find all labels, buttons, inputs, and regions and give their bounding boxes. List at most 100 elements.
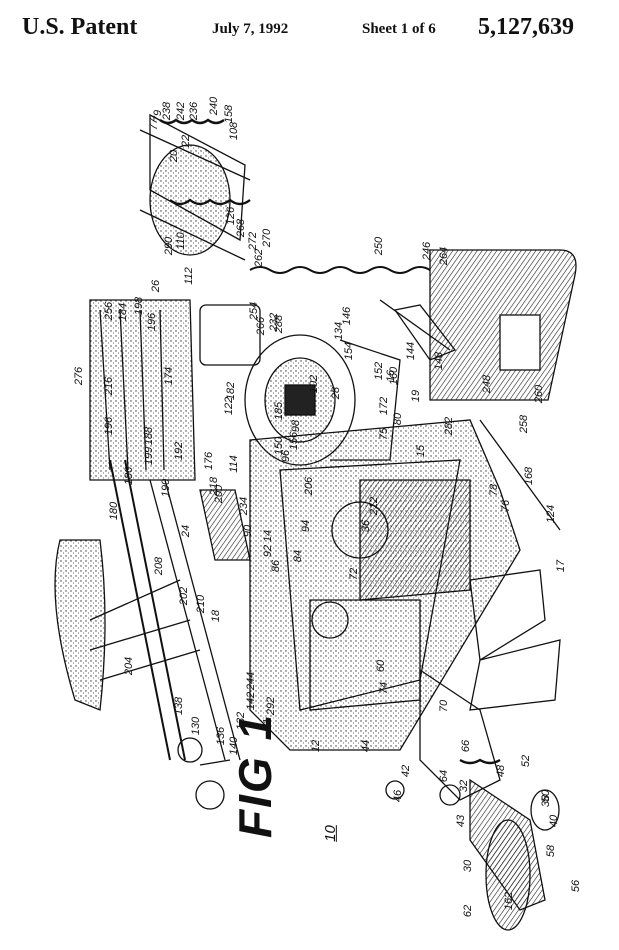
reference-numeral: 290 [163,236,176,256]
reference-numeral: 216 [103,376,116,396]
top-spring-assembly [139,113,251,261]
reference-numeral: 90 [242,524,255,538]
reference-numeral: 142 [245,691,258,711]
reference-numeral: 196 [146,312,159,332]
reference-numeral: 268 [235,218,248,238]
reference-numeral: 132 [235,711,248,731]
reference-numeral: 152 [373,361,386,381]
reference-numeral: 76 [500,499,513,513]
reference-numeral: 198 [133,296,146,316]
reference-numeral: 56 [570,879,583,893]
reference-numeral: 42 [400,764,413,778]
reference-numeral: 58 [545,844,558,858]
reference-numeral: 28 [330,386,343,400]
reference-numeral: 240 [208,96,221,116]
reference-numeral: 270 [261,228,274,248]
reference-numeral: 186 [123,466,136,486]
reference-numeral: 92 [262,544,275,558]
reference-numeral: 276 [73,366,86,386]
reference-numeral: 74 [378,681,391,695]
reference-numeral: 66 [460,739,473,753]
main-reference-number: 10 [321,825,339,842]
reference-numeral: 12 [310,739,323,753]
reference-numeral: 130 [190,716,203,736]
reference-numeral: 182 [225,381,238,401]
clutch-ring [244,299,457,466]
reference-numeral: 11 [261,718,274,730]
reference-numeral: 256 [103,301,116,321]
reference-numeral: 202 [178,586,191,606]
reference-numeral: 162 [503,891,516,911]
reference-numeral: 204 [123,656,136,676]
reference-numeral: 208 [153,556,166,576]
housing-block [89,299,261,481]
reference-numeral: 17 [555,559,568,573]
reference-numeral: 185 [273,401,286,421]
reference-numeral: 77 [148,117,161,131]
reference-numeral: 176 [203,451,216,471]
reference-numeral: 108 [228,121,241,141]
reference-numeral: 144 [405,341,418,361]
patent-drawing [0,60,619,950]
reference-numeral: 282 [443,416,456,436]
reference-numeral: 246 [421,241,434,261]
reference-numeral: 184 [117,302,130,322]
reference-numeral: 264 [438,246,451,266]
reference-numeral: 44 [360,739,373,753]
reference-numeral: 262 [253,248,266,268]
reference-numeral: 19 [410,389,423,403]
reference-numeral: 254 [248,301,261,321]
reference-numeral: 244 [245,671,258,691]
reference-numeral: 288 [273,314,286,334]
reference-numeral: 258 [518,414,531,434]
reference-numeral: 200 [213,484,226,504]
reference-numeral: 272 [247,231,260,251]
reference-numeral: 80 [392,412,405,426]
reference-numeral: 260 [533,384,546,404]
foot-pedal [429,249,577,531]
reference-numeral: 148 [433,351,446,371]
reference-numeral: 30 [462,859,475,873]
reference-numeral: 38 [540,794,553,808]
reference-numeral: 124 [545,504,558,524]
reference-numeral: 210 [195,594,208,614]
reference-numeral: 24 [180,524,193,538]
reference-numeral: 26 [150,279,163,293]
reference-numeral: 114 [227,455,240,473]
reference-numeral: 158 [223,104,236,124]
reference-numeral: 212 [368,496,381,516]
reference-numeral: 36 [360,519,373,533]
reference-numeral: 199 [143,446,156,466]
reference-numeral: 14 [262,529,275,543]
reference-numeral: 192 [173,441,186,461]
reference-numeral: 134 [333,321,346,341]
reference-numeral: 75 [378,427,391,441]
reference-numeral: 72 [348,567,361,581]
reference-numeral: 154 [343,341,356,361]
reference-numeral: 16 [385,369,398,383]
reference-numeral: 292 [265,696,278,716]
patent-number: 5,127,639 [478,14,574,40]
reference-numeral: 78 [488,483,501,497]
reference-numeral: 156 [288,431,301,451]
reference-numeral: 188 [143,426,156,446]
reference-numeral: 70 [438,699,451,713]
long-rods [109,459,251,761]
drawing-svg [54,113,577,931]
reference-numeral: 22 [180,134,193,148]
reference-numeral: 98 [290,419,303,433]
support-stand [54,539,201,711]
reference-numeral: 180 [108,501,121,521]
reference-numeral: 248 [481,374,494,394]
handle-lever [419,668,560,931]
sheet-number: Sheet 1 of 6 [362,21,436,37]
reference-numeral: 138 [173,696,186,716]
small-bolts [177,737,461,810]
reference-numeral: 174 [163,366,176,386]
reference-numeral: 60 [375,659,388,673]
reference-numeral: 234 [238,496,251,516]
reference-numeral: 94 [300,519,313,533]
reference-numeral: 20 [168,149,181,163]
reference-numeral: 196 [103,416,116,436]
chain [249,266,431,274]
